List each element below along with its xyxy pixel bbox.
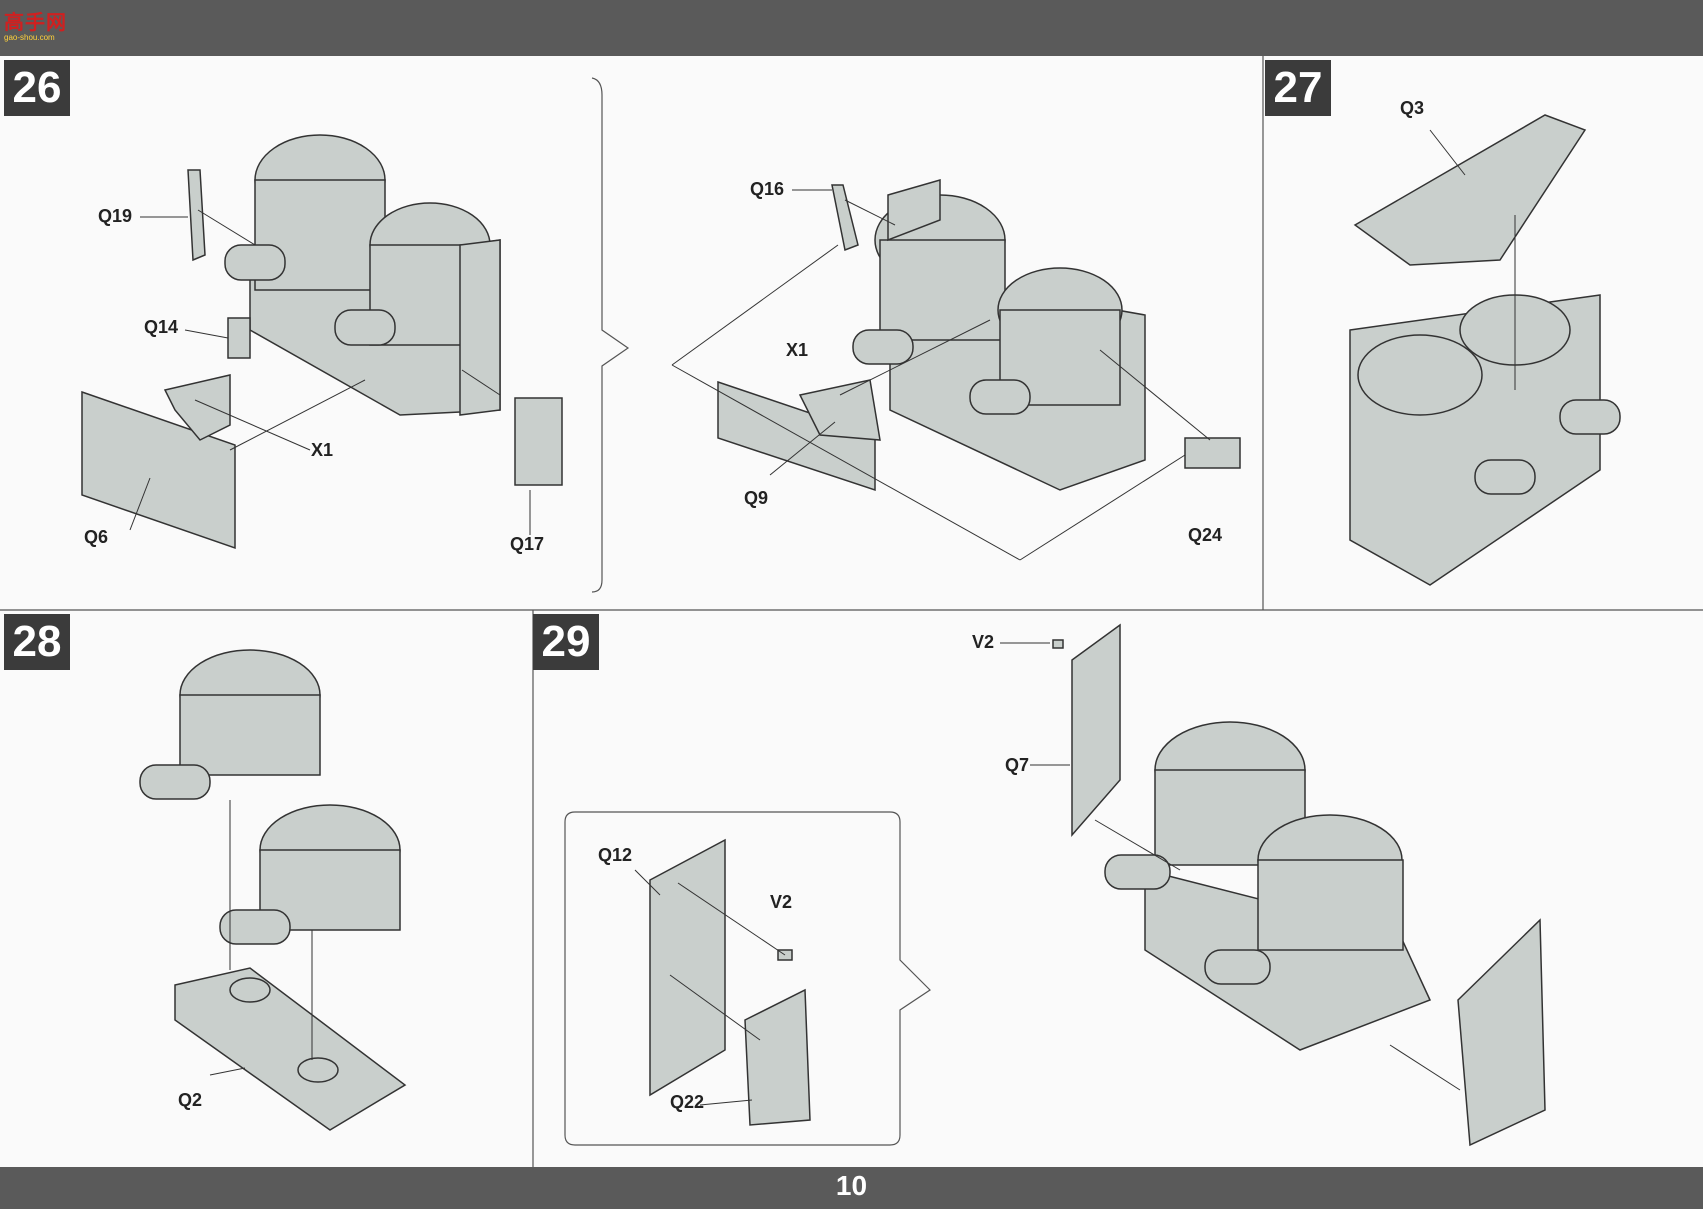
part-label-q6: Q6 (84, 527, 109, 547)
part-label-q3: Q3 (1400, 98, 1425, 118)
turret-ring (1357, 334, 1483, 416)
logo-url: gao-shou.com (4, 33, 55, 42)
gun-barrel (1474, 459, 1536, 495)
roof-q3 (1353, 114, 1587, 266)
part-x1 (798, 379, 881, 441)
gun-barrel (1204, 949, 1271, 985)
part-front-plate (887, 179, 941, 242)
part-label-v2: V2 (770, 892, 793, 912)
part-q16 (831, 184, 859, 252)
top-bar (0, 0, 1703, 56)
gun-barrel (334, 309, 396, 346)
side-plate (459, 239, 501, 416)
side-plate (1457, 918, 1546, 1147)
part-q19 (187, 169, 206, 262)
gun-barrel (1104, 854, 1171, 890)
gun-barrel (1559, 399, 1621, 435)
panel-q6 (81, 390, 236, 550)
site-logo: 高手网 gao-shou.com (4, 6, 72, 48)
part-label-q2: Q2 (178, 1090, 203, 1110)
gun-barrel (139, 764, 211, 800)
part-v2 (1052, 639, 1064, 649)
base-q2 (174, 967, 407, 1131)
mount-ring (297, 1057, 339, 1083)
part-label-q24: Q24 (1188, 525, 1223, 545)
plate-q7 (1071, 623, 1121, 837)
part-label-q19: Q19 (98, 206, 133, 226)
step-29-number: 29 (533, 614, 599, 670)
page-number: 10 (835, 1170, 868, 1201)
part-q17 (514, 397, 563, 486)
logo-text: 高手网 (4, 12, 67, 34)
part-label-x1: X1 (786, 340, 809, 360)
gun-barrel (969, 379, 1031, 415)
part-label-q7: Q7 (1005, 755, 1030, 775)
part-label-q16: Q16 (750, 179, 785, 199)
part-label-q14: Q14 (144, 317, 179, 337)
part-label-v2: V2 (972, 632, 995, 652)
part-label-x1: X1 (311, 440, 334, 460)
gun-barrel (219, 909, 291, 945)
gun-barrel (852, 329, 914, 365)
part-q14 (227, 317, 251, 359)
part-label-q12: Q12 (598, 845, 633, 865)
plate-q12 (649, 838, 726, 1097)
step-26-number: 26 (4, 60, 70, 116)
part-label-q17: Q17 (510, 534, 545, 554)
mount-ring (229, 977, 271, 1003)
gun-barrel (224, 244, 286, 281)
part-label-q22: Q22 (670, 1092, 705, 1112)
turret-body (879, 239, 1006, 341)
step-28-number: 28 (4, 614, 70, 670)
brace (591, 77, 630, 593)
turret-body (179, 694, 321, 776)
callout-box (564, 811, 931, 1146)
hatch-q22 (744, 988, 811, 1126)
step-27-number: 27 (1265, 60, 1331, 116)
part-q24 (1184, 437, 1241, 469)
turret-body (1257, 859, 1404, 951)
part-x1 (163, 374, 231, 441)
bottom-bar (0, 1167, 1703, 1209)
part-label-q9: Q9 (744, 488, 769, 508)
